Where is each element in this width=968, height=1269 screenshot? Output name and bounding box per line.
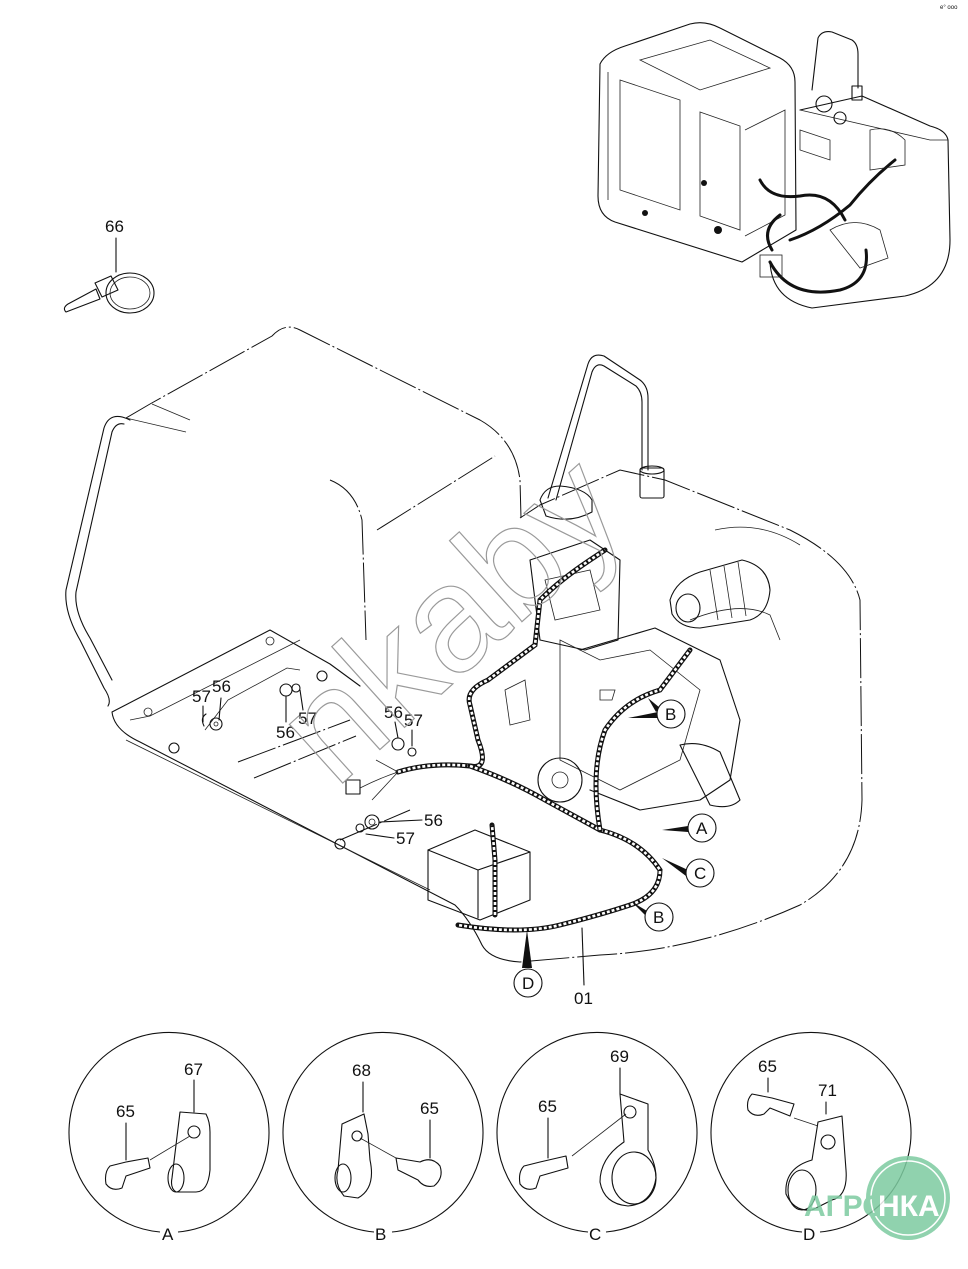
callout-65: 65 [538,1097,557,1116]
svg-text:C: C [694,864,706,883]
watermark-text: nkaby [244,421,654,814]
detail-label-c: C [589,1225,601,1244]
callout-65: 65 [758,1057,777,1076]
part-66-cable-tie: 66 [63,217,155,314]
callout-71: 71 [818,1081,837,1100]
counterweight-outline [519,469,863,963]
svg-text:B: B [665,705,676,724]
callout-66: 66 [105,217,124,236]
detail-references: B A C B D [513,698,717,998]
detail-view-d: D 65 71 [710,1031,912,1244]
svg-text:D: D [522,974,534,993]
svg-text:B: B [653,908,664,927]
bolt-65 [518,1155,569,1190]
callout-56: 56 [384,703,403,722]
clamp-69 [599,1093,657,1207]
watermark: nkaby [243,420,654,814]
svg-text:A: A [696,819,708,838]
wire-harness-01 [359,547,693,933]
page-corner-mark: e° ooo [940,5,958,11]
callout-65: 65 [420,1099,439,1118]
detail-view-b: B 68 65 [282,1031,484,1244]
callout-56: 56 [424,811,443,830]
logo-text-right: НКА [878,1190,940,1223]
detail-label-d: D [803,1225,815,1244]
detail-label-a: A [162,1225,174,1244]
overview-cab [597,22,797,263]
callout-56: 56 [276,723,295,742]
callout-68: 68 [352,1061,371,1080]
battery [427,829,531,921]
clamp-67 [170,1111,211,1193]
callout-69: 69 [610,1047,629,1066]
callout-01: 01 [574,989,593,1008]
detail-ref-d[interactable]: D [513,930,543,998]
cab-outline [125,326,522,519]
detail-view-a: A 67 65 [68,1031,270,1244]
bolt-65 [395,1157,442,1187]
handrail-rear [547,354,649,501]
overview-illustration [597,22,951,309]
detail-ref-a[interactable]: A [662,813,717,843]
callout-56: 56 [212,677,231,696]
callout-65: 65 [116,1102,135,1121]
callout-57: 57 [404,711,423,730]
floor-frame [111,629,521,963]
engine [345,539,771,921]
clamp-68 [336,1113,373,1199]
logo-text-left: АГРО [804,1190,886,1223]
overview-counterweight [769,95,951,309]
main-assembly: 57 56 56 57 56 57 56 57 01 [65,326,863,1008]
agronka-logo: АГРО НКА [804,1156,950,1240]
callout-57: 57 [298,709,317,728]
callout-67: 67 [184,1060,203,1079]
detail-ref-b-lower[interactable]: B [632,902,674,932]
logo-circle [866,1156,950,1240]
bolt-65 [104,1157,151,1190]
detail-ref-b-upper[interactable]: B [628,698,686,729]
callout-57: 57 [396,829,415,848]
handrail-left [65,415,131,707]
detail-ref-c[interactable]: C [662,858,715,888]
clamp-71 [785,1115,847,1211]
callout-57: 57 [192,687,211,706]
callout-labels: 57 56 56 57 56 57 56 57 01 [192,677,593,1008]
detail-label-b: B [375,1225,386,1244]
bolt-65 [746,1093,795,1117]
detail-view-c: C 69 65 [496,1031,698,1244]
